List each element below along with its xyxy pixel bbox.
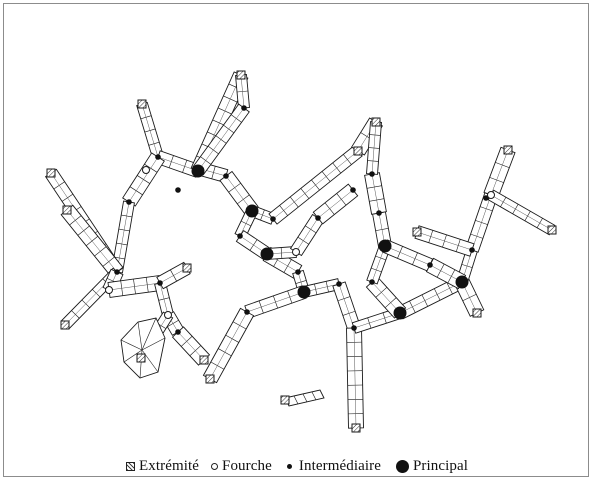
intermediaire-node <box>469 247 475 253</box>
extremite-node <box>372 118 380 126</box>
skeleton-branch <box>415 226 474 256</box>
extremite-node <box>137 354 145 362</box>
extremite-node <box>281 396 289 404</box>
extremite-node <box>138 100 146 108</box>
skeleton-edges <box>46 72 555 428</box>
extremite-node <box>548 226 556 234</box>
legend: Extrémité Fourche Intermédiaire Principa… <box>0 454 594 478</box>
extremite-node <box>237 71 245 79</box>
extremite-node <box>473 309 481 317</box>
intermediaire-node <box>369 279 375 285</box>
intermediaire-node <box>336 281 342 287</box>
intermediaire-node <box>175 187 181 193</box>
legend-label-intermediaire: Intermédiaire <box>299 458 381 475</box>
intermediaire-node <box>376 210 382 216</box>
fourche-node <box>165 312 172 319</box>
skeleton-branch <box>365 173 387 215</box>
intermediaire-node <box>126 199 132 205</box>
principal-node <box>261 248 274 261</box>
intermediaire-node <box>315 215 321 221</box>
skeleton-branch <box>137 102 164 158</box>
extremite-node <box>200 356 208 364</box>
intermediaire-node <box>295 269 301 275</box>
intermediaire-marker-icon <box>287 464 292 469</box>
intermediaire-node <box>237 233 243 239</box>
intermediaire-node <box>270 216 276 222</box>
principal-node <box>192 165 205 178</box>
principal-node <box>394 307 407 320</box>
skeleton-branch <box>203 308 253 382</box>
extremite-node <box>61 321 69 329</box>
skeleton-graph <box>0 0 594 460</box>
skeleton-branch <box>488 190 554 235</box>
fourche-node <box>106 287 113 294</box>
fourche-node <box>293 249 300 256</box>
detached-fragment <box>285 390 324 406</box>
skeleton-branch <box>347 328 364 428</box>
legend-label-extremite: Extrémité <box>139 458 199 475</box>
intermediaire-node <box>114 269 120 275</box>
skeleton-branch <box>61 205 123 276</box>
legend-item-principal: Principal <box>393 458 468 475</box>
principal-marker-icon <box>396 460 409 473</box>
intermediaire-node <box>351 325 357 331</box>
intermediaire-node <box>223 173 229 179</box>
intermediaire-node <box>350 187 356 193</box>
extremite-node <box>183 264 191 272</box>
extremite-node <box>504 146 512 154</box>
intermediaire-node <box>244 309 250 315</box>
extremite-node <box>47 169 55 177</box>
principal-node <box>298 286 311 299</box>
intermediaire-node <box>369 171 375 177</box>
extremite-node <box>63 206 71 214</box>
intermediaire-node <box>241 105 247 111</box>
extremite-node <box>206 375 214 383</box>
intermediaire-node <box>427 262 433 268</box>
principal-node <box>246 205 259 218</box>
legend-item-intermediaire: Intermédiaire <box>284 458 381 475</box>
principal-node <box>379 240 392 253</box>
intermediaire-node <box>175 329 181 335</box>
mesh-fragment <box>121 318 165 378</box>
skeleton-branch <box>123 153 165 206</box>
extremite-node <box>413 228 421 236</box>
skeleton-branch <box>236 75 250 109</box>
extremite-node <box>352 424 360 432</box>
intermediaire-node <box>155 154 161 160</box>
legend-label-principal: Principal <box>413 458 468 475</box>
extremite-marker-icon <box>126 462 135 471</box>
legend-item-fourche: Fourche <box>211 458 272 475</box>
skeleton-branch <box>484 147 515 197</box>
legend-label-fourche: Fourche <box>222 458 272 475</box>
fourche-node <box>143 167 150 174</box>
extremite-node <box>354 147 362 155</box>
principal-node <box>456 276 469 289</box>
fourche-node <box>488 192 495 199</box>
skeleton-branch <box>245 286 306 318</box>
intermediaire-node <box>157 280 163 286</box>
fourche-marker-icon <box>211 463 218 470</box>
legend-item-extremite: Extrémité <box>126 458 199 475</box>
